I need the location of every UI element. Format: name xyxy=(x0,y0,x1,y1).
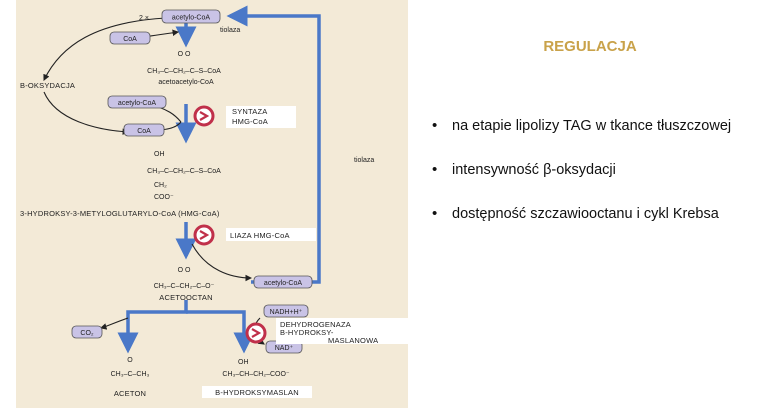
bullet-list: na etapie lipolizy TAG w tkance tłuszczo… xyxy=(428,117,731,250)
acetyl-coa-label: acetylo-CoA xyxy=(172,15,210,22)
hmg-oh: OH xyxy=(154,151,165,158)
svg-text:O O: O O xyxy=(178,267,191,274)
pill-acetyl-coa-right: acetylo-CoA xyxy=(253,275,313,289)
nadh-label: NADH+H⁺ xyxy=(270,309,303,316)
acetoacetyl-name: acetoacetylo-CoA xyxy=(158,79,214,86)
bhb-name: B-HYDROKSYMASLAN xyxy=(215,388,299,397)
aceton-name: ACETON xyxy=(114,389,146,398)
enzyme-icon-syntaza xyxy=(193,105,215,127)
acetoacetyl-formula: CH₃–C–CH₂–C–S–CoA xyxy=(147,68,221,75)
nad-label: NAD⁺ xyxy=(275,345,294,352)
acetooctan-name: ACETOOCTAN xyxy=(159,293,212,302)
tiolaza-label-1: tiolaza xyxy=(220,27,240,34)
pill-nadh: NADH+H⁺ xyxy=(263,304,309,318)
hmg-name: 3-HYDROKSY-3-METYLOGLUTARYLO-CoA (HMG-Co… xyxy=(20,209,220,218)
dehydrogenaza-line1: DEHYDROGENAZA xyxy=(280,320,351,329)
b-oksydacja-label: B-OKSYDACJA xyxy=(20,81,75,90)
ketogenesis-diagram: acetylo-CoA 2 × CoA acetylo-CoA CoA acet… xyxy=(20,5,408,398)
syntaza-label-line1: SYNTAZA xyxy=(232,107,267,116)
dehydrogenaza-line2: B-HYDROKSY- xyxy=(280,328,334,337)
pill-coa-mid: CoA xyxy=(123,123,165,137)
acetyl-coa-right-label: acetylo-CoA xyxy=(264,280,302,287)
hmg-coo: COO⁻ xyxy=(154,194,174,201)
pill-acetyl-coa-mid: acetylo-CoA xyxy=(107,95,167,109)
acetyl-coa-mid-label: acetylo-CoA xyxy=(118,100,156,107)
coa-mid-label: CoA xyxy=(137,128,151,135)
liaza-label: LIAZA HMG-CoA xyxy=(230,231,290,240)
coa-label: CoA xyxy=(123,36,137,43)
side-reaction-arrows xyxy=(43,17,265,345)
bullet-item-lipoliza: na etapie lipolizy TAG w tkance tłuszczo… xyxy=(428,117,731,134)
aceton-formula: CH₃–C–CH₃ xyxy=(111,371,150,378)
svg-text:O: O xyxy=(127,357,133,364)
bullet-item-b-oksydacja: intensywność β-oksydacji xyxy=(428,161,731,178)
ketogenesis-diagram-panel: acetylo-CoA 2 × CoA acetylo-CoA CoA acet… xyxy=(16,0,408,408)
pill-co2: CO₂ xyxy=(71,325,103,339)
bhb-formula: CH₃–CH–CH₂–COO⁻ xyxy=(222,371,290,378)
co2-label: CO₂ xyxy=(80,330,94,337)
bullet-item-szczawiooctan: dostępność szczawiooctanu i cykl Krebsa xyxy=(428,205,731,222)
tiolaza-label-2: tiolaza xyxy=(354,157,374,164)
slide-title: REGULACJA xyxy=(543,38,637,55)
svg-text:O O: O O xyxy=(178,51,191,58)
syntaza-label-line2: HMG-CoA xyxy=(232,117,268,126)
pill-coa-top: CoA xyxy=(109,31,151,45)
acetooctan-formula: CH₃–C–CH₂–C–O⁻ xyxy=(154,283,215,290)
pill-acetyl-coa-top: acetylo-CoA xyxy=(161,9,221,24)
enzyme-icon-liaza xyxy=(193,224,215,246)
dehydrogenaza-line3: MASLANOWA xyxy=(328,336,378,345)
multiplier-label: 2 × xyxy=(139,15,149,22)
enzyme-icon-dehydrogenaza xyxy=(245,322,267,344)
bhb-oh: OH xyxy=(238,359,249,366)
hmg-formula: CH₃–C–CH₂–C–S–CoA xyxy=(147,168,221,175)
hmg-ch2: CH₂ xyxy=(154,182,167,189)
